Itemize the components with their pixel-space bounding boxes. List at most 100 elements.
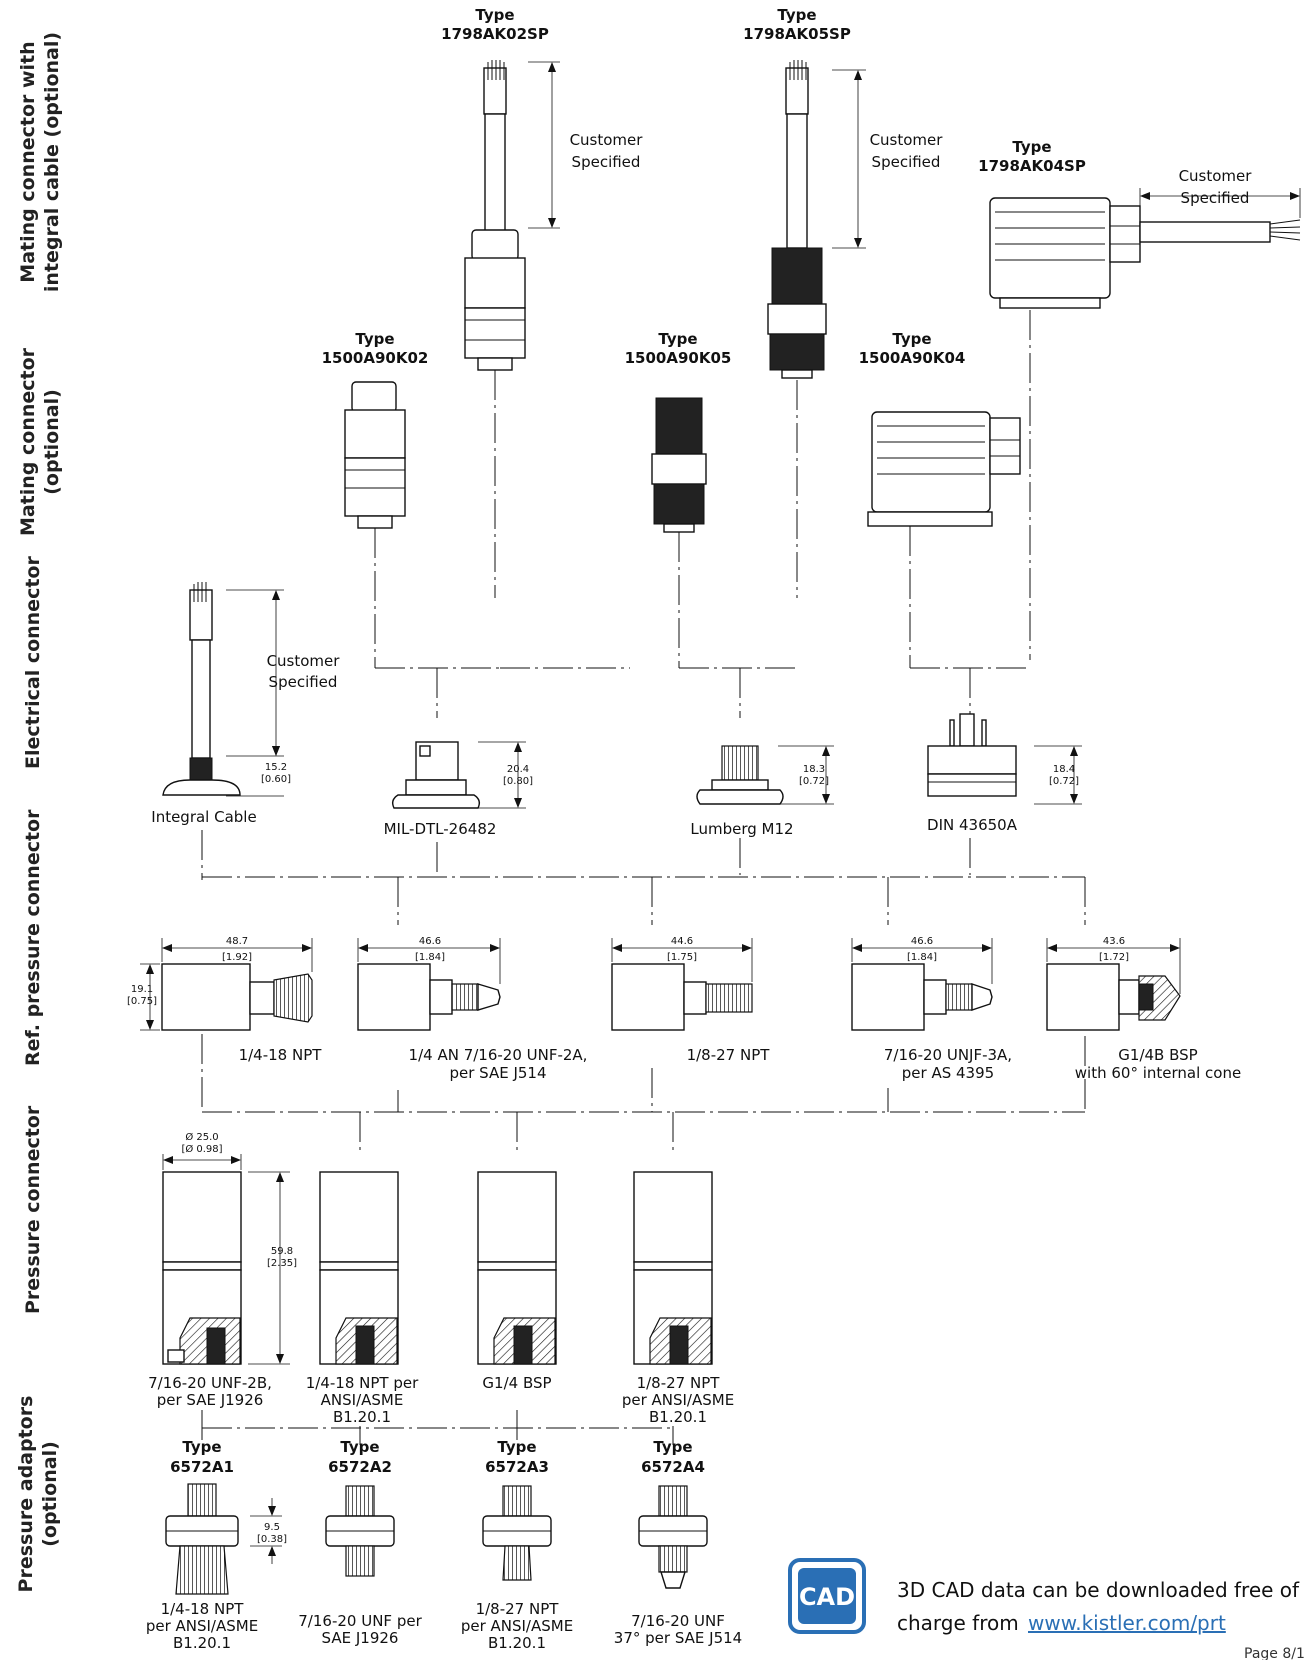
electrical-name-1: Integral Cable <box>151 808 256 826</box>
cable-connector-1798ak04sp: Type 1798AK04SP Customer Specified <box>978 138 1301 660</box>
cable-type-2: 1798AK05SP <box>743 25 851 43</box>
adaptor-type-4: 6572A4 <box>641 1458 705 1476</box>
pressure-connector-4: 1/8-27 NPT per ANSI/ASME B1.20.1 <box>622 1171 734 1426</box>
pressure-2-line2: ANSI/ASME <box>321 1391 404 1409</box>
ref-dim-1: 48.7 <box>226 936 248 947</box>
ref-connector-4: 46.6 [1.84] 7/16-20 UNJF-3A, per AS 4395 <box>851 936 1012 1082</box>
ref-label-2-line2: per SAE J514 <box>449 1064 546 1082</box>
adaptor-6572a2: Type 6572A2 7/16-20 UNF per SAE J1926 <box>298 1438 422 1647</box>
electrical-cable-line2: Specified <box>269 673 338 691</box>
pressure-connector-1: Ø 25.0 [Ø 0.98] 59.8 [2.35] 7/16-20 UNF-… <box>148 1131 297 1409</box>
cad-note-line1: 3D CAD data can be downloaded free of <box>897 1578 1300 1602</box>
adaptor-6572a1: Type 6572A1 9.5 [0.38] 1/4-18 NPT per AN… <box>146 1438 287 1652</box>
electrical-lumberg-m12: 18.3 [0.72] Lumberg M12 <box>690 745 834 838</box>
electrical-name-2: MIL-DTL-26482 <box>384 820 497 838</box>
mating-type-label-3: Type <box>892 330 931 348</box>
wire-bundle-icon <box>767 60 827 379</box>
electrical-dim-2-in: [0.80] <box>503 776 533 787</box>
cable-type-label-3: Type <box>1012 138 1051 156</box>
cable-dim-1-line2: Specified <box>572 153 641 171</box>
electrical-din-43650a: 18.4 [0.72] DIN 43650A <box>927 713 1082 834</box>
adaptor-type-3: 6572A3 <box>485 1458 549 1476</box>
ref-dim-3: 44.6 <box>671 936 693 947</box>
cad-icon[interactable]: CAD <box>788 1558 866 1634</box>
pressure-connector-3: G1/4 BSP <box>477 1171 557 1392</box>
ref-label-5-line1: G1/4B BSP <box>1118 1046 1197 1064</box>
adaptor-3-line2: per ANSI/ASME <box>461 1617 573 1635</box>
pressure-4-line2: per ANSI/ASME <box>622 1391 734 1409</box>
adaptor-type-label-1: Type <box>182 1438 221 1456</box>
electrical-dim-4-in: [0.72] <box>1049 776 1079 787</box>
ref-dim-2-in: [1.84] <box>415 952 445 963</box>
mating-type-2: 1500A90K05 <box>625 349 732 367</box>
adaptor-dim-1: 9.5 <box>264 1522 280 1533</box>
pressure-dia-1: Ø 25.0 <box>185 1131 218 1143</box>
pressure-dia-1-in: [Ø 0.98] <box>181 1143 222 1155</box>
ref-dim-3-in: [1.75] <box>667 952 697 963</box>
ref-connector-3: 44.6 [1.75] 1/8-27 NPT <box>611 936 771 1064</box>
adaptor-6572a3: Type 6572A3 1/8-27 NPT per ANSI/ASME B1.… <box>461 1438 573 1652</box>
cable-dim-2-line1: Customer <box>870 131 944 149</box>
mating-connector-1500a90k02: Type 1500A90K02 <box>322 330 429 668</box>
pressure-4-line1: 1/8-27 NPT <box>637 1374 721 1392</box>
ref-dim-5-in: [1.72] <box>1099 952 1129 963</box>
adaptor-1-line3: B1.20.1 <box>173 1634 231 1652</box>
mating-connector-1500a90k05: Type 1500A90K05 <box>625 330 732 668</box>
cable-connector-1798ak05sp: Type 1798AK05SP Customer Specified <box>743 6 943 598</box>
cable-dim-1-line1: Customer <box>570 131 644 149</box>
adaptor-4-line1: 7/16-20 UNF <box>631 1612 725 1630</box>
adaptor-6572a4: Type 6572A4 7/16-20 UNF 37° per SAE J514 <box>614 1438 742 1647</box>
ref-dim-4: 46.6 <box>911 936 933 947</box>
ref-dim-2: 46.6 <box>419 936 441 947</box>
adaptor-type-2: 6572A2 <box>328 1458 392 1476</box>
adaptor-type-label-2: Type <box>340 1438 379 1456</box>
adaptor-3-line1: 1/8-27 NPT <box>476 1600 560 1618</box>
cable-connector-1798ak02sp: Type 1798AK02SP Customer Specified <box>441 6 643 598</box>
pressure-4-line3: B1.20.1 <box>649 1408 707 1426</box>
pressure-connector-2: 1/4-18 NPT per ANSI/ASME B1.20.1 <box>306 1171 419 1426</box>
ref-label-3-line1: 1/8-27 NPT <box>687 1046 771 1064</box>
cable-type-label-1: Type <box>475 6 514 24</box>
ref-label-5-line2: with 60° internal cone <box>1075 1064 1241 1082</box>
adaptor-1-line2: per ANSI/ASME <box>146 1617 258 1635</box>
mating-connector-1500a90k04: Type 1500A90K04 <box>859 330 1021 668</box>
electrical-dim-3-in: [0.72] <box>799 776 829 787</box>
ref-dim-1-in: [1.92] <box>222 952 252 963</box>
pressure-height-1: 59.8 <box>271 1246 293 1257</box>
din-plug-icon <box>989 197 1301 309</box>
electrical-name-3: Lumberg M12 <box>690 820 793 838</box>
electrical-mil-dtl-26482: 20.4 [0.80] MIL-DTL-26482 <box>384 741 533 838</box>
cable-dim-3-line2: Specified <box>1181 189 1250 207</box>
ref-dim-4-in: [1.84] <box>907 952 937 963</box>
adaptor-dim-1-in: [0.38] <box>257 1534 287 1545</box>
adaptor-1-line1: 1/4-18 NPT <box>161 1600 245 1618</box>
electrical-dim-3: 18.3 <box>803 764 825 775</box>
mating-type-1: 1500A90K02 <box>322 349 429 367</box>
cable-type-label-2: Type <box>777 6 816 24</box>
pressure-1-line1: 7/16-20 UNF-2B, <box>148 1374 272 1392</box>
cad-download-link[interactable]: www.kistler.com/prt <box>1028 1611 1226 1635</box>
electrical-name-4: DIN 43650A <box>927 816 1018 834</box>
ref-label-4-line1: 7/16-20 UNJF-3A, <box>884 1046 1012 1064</box>
ref-label-4-line2: per AS 4395 <box>902 1064 994 1082</box>
adaptor-type-1: 6572A1 <box>170 1458 234 1476</box>
cad-note-line2-prefix: charge from <box>897 1611 1019 1635</box>
adaptor-type-label-4: Type <box>653 1438 692 1456</box>
ref-connector-1: 48.7 [1.92] 19.1 [0.75] 1/4-18 NPT <box>127 936 322 1064</box>
electrical-dim-1-in: [0.60] <box>261 774 291 785</box>
page-number: Page 8/1 <box>1244 1646 1305 1660</box>
cable-dim-2-line2: Specified <box>872 153 941 171</box>
electrical-dim-4: 18.4 <box>1053 764 1075 775</box>
cable-type-1: 1798AK02SP <box>441 25 549 43</box>
adaptor-2-line2: SAE J1926 <box>322 1629 399 1647</box>
adaptor-3-line3: B1.20.1 <box>488 1634 546 1652</box>
pressure-3-line1: G1/4 BSP <box>482 1374 551 1392</box>
pressure-1-line2: per SAE J1926 <box>157 1391 264 1409</box>
mating-type-3: 1500A90K04 <box>859 349 966 367</box>
electrical-cable-line1: Customer <box>267 652 341 670</box>
ref-connector-2: 46.6 [1.84] 1/4 AN 7/16-20 UNF-2A, per S… <box>357 936 587 1082</box>
wire-bundle-icon <box>464 60 526 371</box>
cable-type-3: 1798AK04SP <box>978 157 1086 175</box>
cad-icon-text: CAD <box>799 1583 855 1611</box>
